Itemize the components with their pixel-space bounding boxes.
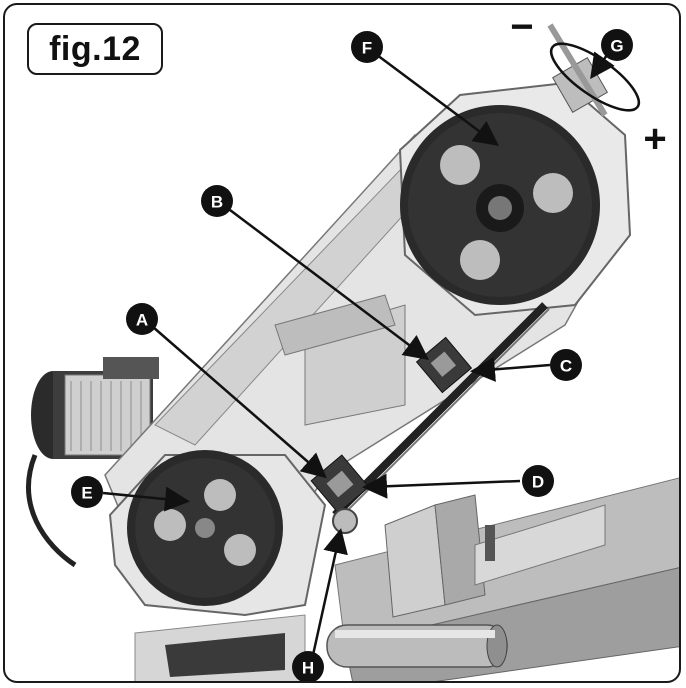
callout-f: F (362, 39, 372, 58)
callout-h-circle (292, 651, 324, 681)
callout-a: A (136, 311, 148, 330)
callout-g-circle (601, 29, 633, 61)
arrow-f (376, 53, 500, 146)
bandsaw-illustration: F G B A C D E H − + (26, 5, 679, 681)
callout-c-circle (550, 349, 582, 381)
minus-sign: − (510, 5, 533, 49)
callout-d-circle (522, 465, 554, 497)
arrow-g (590, 51, 615, 80)
callouts: F G B A C D E H (71, 29, 633, 681)
figure-frame: F G B A C D E H − + fig.12 (3, 3, 681, 683)
callout-h: H (302, 659, 314, 678)
callout-f-circle (351, 31, 383, 63)
work-table (134, 614, 306, 681)
arrow-b (229, 209, 429, 361)
arrow-h (311, 528, 348, 656)
callout-e-circle (71, 476, 103, 508)
roller (326, 624, 508, 668)
callout-e: E (81, 484, 92, 503)
callout-d: D (532, 473, 544, 492)
arrow-d (362, 473, 521, 499)
plus-sign: + (643, 117, 666, 161)
arrow-a (152, 326, 327, 479)
callout-g: G (610, 37, 623, 56)
callout-c: C (560, 357, 572, 376)
arrow-c (470, 356, 551, 382)
callout-b-circle (201, 185, 233, 217)
leader-arrows (102, 51, 615, 656)
upper-wheel-housing (398, 81, 632, 317)
upper-blade-guide (415, 336, 473, 394)
figure-label: fig.12 (27, 23, 163, 75)
callout-b: B (211, 193, 223, 212)
arrow-e (102, 486, 190, 512)
callout-a-circle (126, 303, 158, 335)
